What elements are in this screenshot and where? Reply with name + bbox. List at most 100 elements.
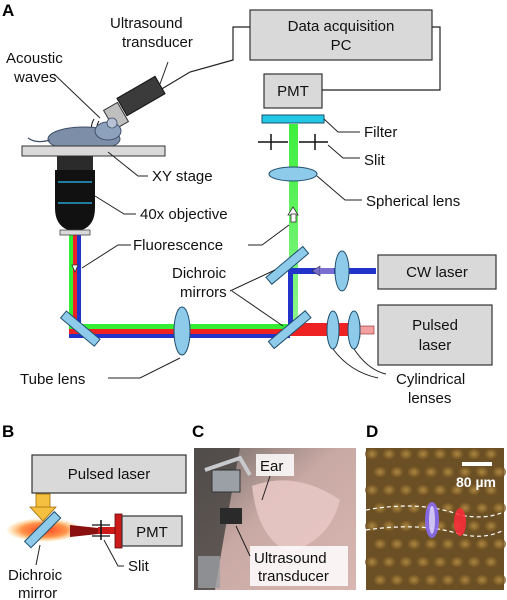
cw-arrow-stem xyxy=(320,268,334,274)
panel-d-cell xyxy=(484,484,498,496)
filter xyxy=(261,114,325,124)
spherical-lens xyxy=(268,166,318,182)
blue-beam-left xyxy=(77,228,81,334)
objective-lens xyxy=(55,156,95,236)
panel-c-ear-label: Ear xyxy=(260,458,283,475)
tube-lens-label: Tube lens xyxy=(20,371,85,388)
panel-d-scale-bar xyxy=(462,462,492,466)
panel-d-cell xyxy=(484,520,498,532)
ultrasound-transducer xyxy=(102,75,166,131)
panel-b-pulsed-laser-label: Pulsed laser xyxy=(68,466,151,483)
red-beam-left xyxy=(73,228,77,334)
dichroic-mirror-upper xyxy=(265,245,310,285)
dichroic-label-2: mirrors xyxy=(180,284,227,301)
cw-arrow xyxy=(311,265,321,277)
panel-label-b: B xyxy=(2,422,14,441)
panel-d-cell xyxy=(467,556,481,568)
slit-leader xyxy=(327,144,360,159)
panel-d-cell xyxy=(441,538,455,550)
panel-label-c: C xyxy=(192,422,204,441)
panel-b-dichroic-label-2: mirror xyxy=(18,585,57,600)
panel-d-cell xyxy=(441,502,455,514)
panel-d-cell xyxy=(433,448,447,460)
panel-b-slit xyxy=(92,520,110,540)
acoustic-label-2: waves xyxy=(13,69,57,86)
panel-d-cell xyxy=(450,448,464,460)
panel-b-dichroic-mirror xyxy=(23,510,62,549)
panel-d-cell xyxy=(433,484,447,496)
panel-d-cell xyxy=(424,466,438,478)
cylindrical-label-2: lenses xyxy=(408,390,451,407)
data-acquisition-label-1: Data acquisition xyxy=(288,18,395,35)
panel-d-cell xyxy=(390,502,404,514)
dichroic-leader-lower xyxy=(231,290,284,327)
panel-d-cell xyxy=(407,466,421,478)
dichroic-label-1: Dichroic xyxy=(172,265,227,282)
slit xyxy=(258,134,328,150)
panel-d-cell xyxy=(382,520,396,532)
panel-d-cell xyxy=(424,574,438,586)
pmt-label: PMT xyxy=(277,83,309,100)
panel-d-cell xyxy=(458,538,472,550)
left-mirror xyxy=(59,310,101,347)
panel-d-cell xyxy=(416,448,430,460)
pulsed-laser-label-2: laser xyxy=(419,337,452,354)
dichroic-leader-upper xyxy=(229,269,276,292)
down-arrow-left xyxy=(71,264,79,274)
panel-d-cell xyxy=(450,556,464,568)
spherical-lens-leader xyxy=(316,175,362,201)
panel-d-cell xyxy=(382,484,396,496)
acoustic-label-1: Acoustic xyxy=(6,50,63,67)
panel-b-slit-label: Slit xyxy=(128,558,150,575)
panel-d-cell xyxy=(416,484,430,496)
panel-d-cell xyxy=(492,538,506,550)
acoustic-leader xyxy=(53,73,101,119)
panel-d-micrograph xyxy=(365,448,506,590)
transducer-label-1: Ultrasound xyxy=(110,15,183,32)
panel-d-cell xyxy=(492,502,506,514)
green-beam-left xyxy=(69,228,74,334)
xy-stage xyxy=(21,145,166,157)
panel-d-cell xyxy=(475,502,489,514)
cw-lens xyxy=(334,250,350,292)
pmt-box xyxy=(263,73,323,109)
pmt-cable xyxy=(322,26,441,91)
panel-d-cell xyxy=(373,466,387,478)
panel-d-cell xyxy=(365,556,379,568)
panel-c-transducer-leader xyxy=(235,525,251,557)
panel-b-pmt-box xyxy=(121,515,183,547)
panel-d-cell xyxy=(458,466,472,478)
panel-c-transducer-label-2: transducer xyxy=(258,568,329,585)
green-beam-vertical xyxy=(289,124,298,329)
fluorescence-label: Fluorescence xyxy=(133,237,223,254)
filter-label: Filter xyxy=(364,124,397,141)
panel-d-cell xyxy=(416,556,430,568)
panel-d-cell xyxy=(467,484,481,496)
cw-laser-label: CW laser xyxy=(406,264,468,281)
panel-b-slit-leader xyxy=(103,539,124,567)
dichroic-mirror-lower xyxy=(267,310,312,350)
transducer-label-2: transducer xyxy=(122,34,193,51)
panel-d-cell xyxy=(492,466,506,478)
panel-d-cell xyxy=(475,466,489,478)
panel-d-cell xyxy=(390,574,404,586)
panel-d-cell xyxy=(467,448,481,460)
transducer-cable xyxy=(159,26,250,91)
panel-label-a: A xyxy=(2,1,14,20)
panel-d-cell xyxy=(407,502,421,514)
panel-d-cell xyxy=(441,466,455,478)
panel-d-cell xyxy=(390,538,404,550)
fluorescence-leader-right xyxy=(248,224,290,246)
panel-d-cell xyxy=(390,466,404,478)
cylindrical-lens-2 xyxy=(347,310,361,350)
cylindrical-label-1: Cylindrical xyxy=(396,371,465,388)
panel-d-cell xyxy=(484,448,498,460)
spherical-lens-label: Spherical lens xyxy=(366,193,460,210)
panel-b-pmt-label: PMT xyxy=(136,524,168,541)
pulsed-arrow-stem xyxy=(359,325,375,335)
panel-d-cell xyxy=(467,520,481,532)
panel-d-cell xyxy=(373,502,387,514)
objective-leader xyxy=(94,195,136,215)
panel-d-cell xyxy=(492,574,506,586)
panel-c-transducer-label-1: Ultrasound xyxy=(254,550,327,567)
